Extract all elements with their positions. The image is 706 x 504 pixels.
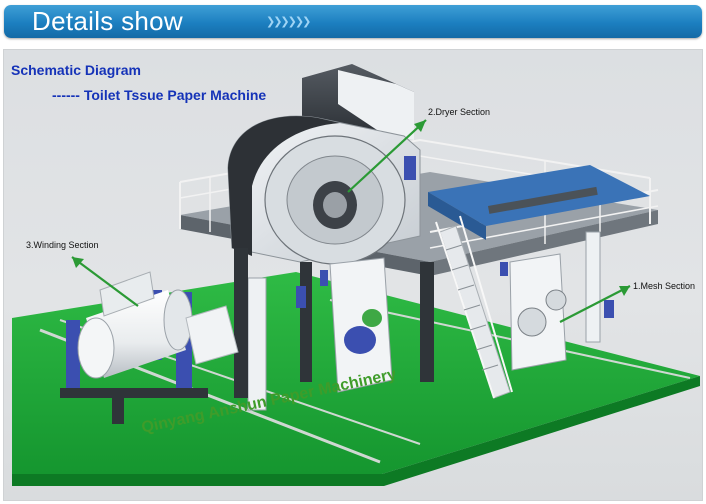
chevrons-icon: ❯❯❯❯❯❯ xyxy=(266,15,311,28)
header-banner: Details show ❯❯❯❯❯❯ xyxy=(4,5,702,38)
diagram-title: Schematic Diagram xyxy=(11,62,141,78)
felt-section xyxy=(428,165,650,240)
support-frames xyxy=(234,231,614,411)
dryer-section-label: 2.Dryer Section xyxy=(428,107,491,117)
pointer-arrows xyxy=(71,119,631,323)
winding-section-label: 3.Winding Section xyxy=(26,240,99,250)
diagram-subtitle: ------ Toilet Tssue Paper Machine xyxy=(52,87,267,103)
staircase xyxy=(435,215,513,399)
winding-machine xyxy=(60,271,239,424)
page-title: Details show xyxy=(32,6,183,36)
mesh-section-label: 1.Mesh Section xyxy=(633,281,696,291)
dryer-hood xyxy=(227,64,421,265)
